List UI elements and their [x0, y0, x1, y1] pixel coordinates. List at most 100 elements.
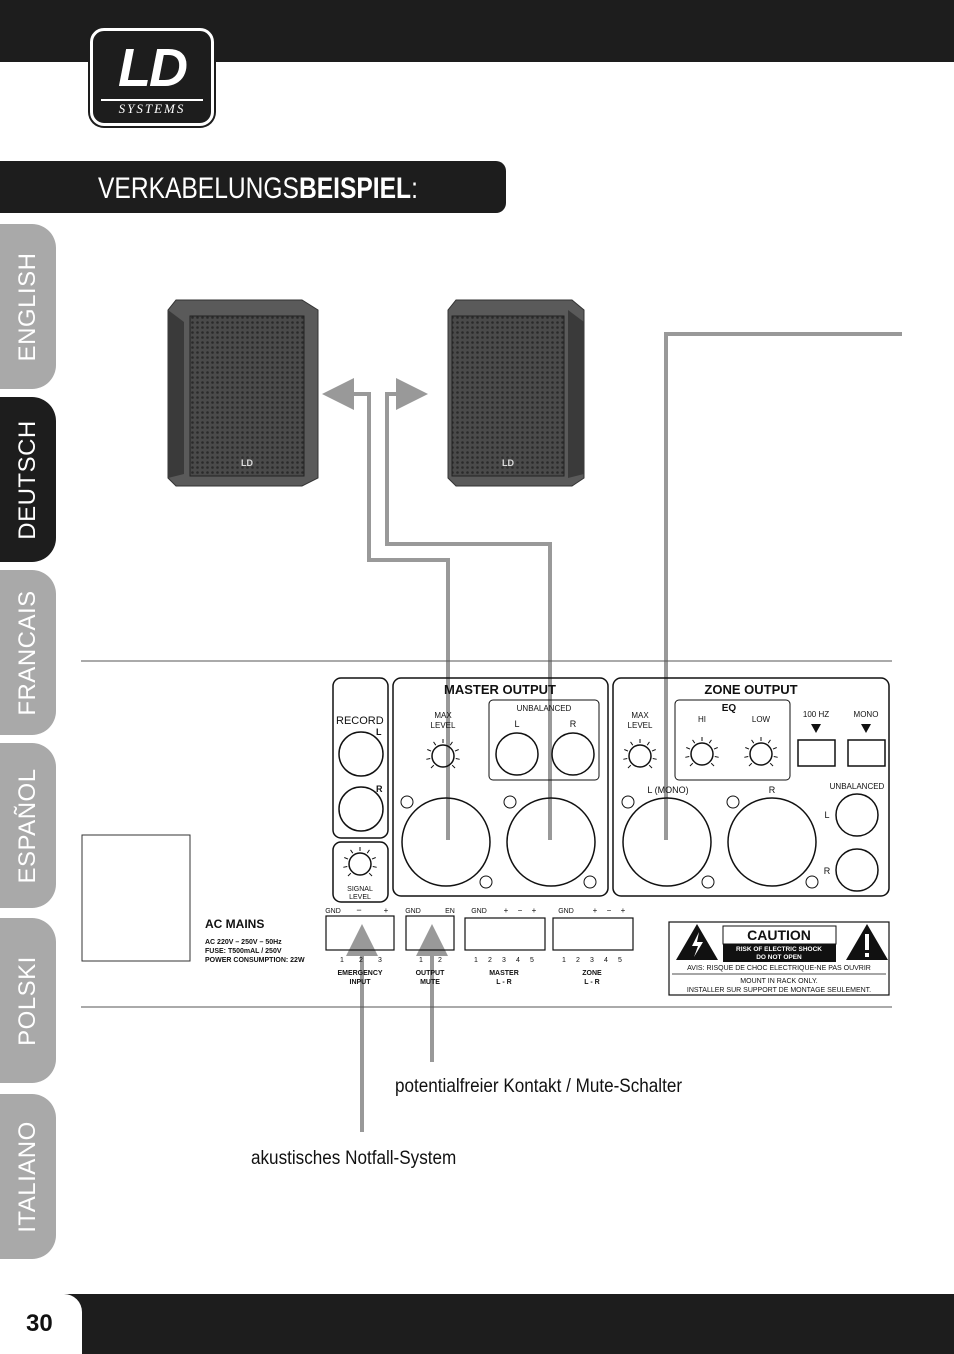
- tab-english[interactable]: ENGLISH: [0, 224, 56, 389]
- knob-tick: [455, 758, 460, 760]
- caution-line-2: DO NOT OPEN: [756, 954, 802, 961]
- zone-xlr-l[interactable]: [622, 797, 712, 887]
- knob-tick: [449, 741, 453, 746]
- zone-terminal[interactable]: GND + − + 1 2 3 4 5 ZONE L - R: [552, 906, 634, 986]
- tab-deutsch[interactable]: DEUTSCH: [0, 397, 56, 562]
- zone-term-plus-1: +: [593, 906, 598, 915]
- knob-tick: [773, 756, 778, 758]
- annotation-emergency-system: akustisches Notfall-System: [251, 1148, 457, 1169]
- knob-tick: [646, 741, 650, 746]
- zone-output-title: ZONE OUTPUT: [704, 682, 797, 697]
- zone-xlr-r[interactable]: [727, 797, 817, 887]
- caution-mount-1: MOUNT IN RACK ONLY.: [740, 978, 817, 985]
- mute-label-1: OUTPUT: [416, 970, 446, 977]
- knob-tick: [451, 764, 456, 769]
- signal-level-label-1: SIGNAL: [347, 886, 373, 893]
- zone-term-label-2: L - R: [584, 979, 599, 986]
- zone-hi-knob[interactable]: [690, 742, 714, 766]
- zone-pin-3: 3: [590, 957, 594, 964]
- zone-term-minus: −: [607, 906, 612, 915]
- knob-tick: [627, 764, 632, 769]
- knob-tick: [713, 747, 718, 750]
- zone-term-plus-2: +: [621, 906, 626, 915]
- knob-tick: [769, 762, 774, 767]
- knob-tick: [692, 739, 696, 744]
- master-term-plus-2: +: [532, 906, 537, 915]
- zone-r-label: R: [769, 785, 776, 795]
- knob-tick: [651, 749, 656, 752]
- zone-eq-box: [674, 699, 791, 781]
- knob-tick: [748, 762, 753, 767]
- mute-en: EN: [445, 908, 455, 915]
- knob-tick: [427, 749, 432, 752]
- caution-title: CAUTION: [747, 927, 811, 943]
- tab-polski[interactable]: POLSKI: [0, 918, 56, 1083]
- knob-tick: [454, 749, 459, 752]
- zone-unbal-r-jack[interactable]: [835, 848, 879, 892]
- emergency-pin-3: 3: [378, 957, 382, 964]
- page-number: 30: [0, 1294, 82, 1354]
- knob-tick: [350, 849, 354, 854]
- zone-max-level-knob[interactable]: [628, 744, 652, 768]
- caution-avis: AVIS: RISQUE DE CHOC ELECTRIQUE-NE PAS O…: [687, 965, 871, 972]
- zone-100hz-switch[interactable]: [797, 739, 836, 767]
- master-pin-5: 5: [530, 957, 534, 964]
- title-bold: BEISPIEL: [298, 172, 412, 205]
- master-unbal-r-label: R: [570, 719, 577, 729]
- master-terminal[interactable]: GND + − + 1 2 3 4 5 MASTER L - R: [464, 906, 546, 986]
- record-l-jack[interactable]: [338, 731, 384, 777]
- mute-pin-1: 1: [419, 957, 423, 964]
- emergency-gnd: GND: [325, 908, 341, 915]
- zone-unbal-l-jack[interactable]: [835, 793, 879, 837]
- ac-mains-label: AC MAINS: [205, 917, 264, 931]
- knob-tick: [433, 741, 437, 746]
- annotation-mute-contact: potentialfreier Kontakt / Mute-Schalter: [395, 1076, 683, 1097]
- zone-output-section: [612, 677, 890, 897]
- emergency-label-2: INPUT: [350, 979, 372, 986]
- zone-max-label-2: LEVEL: [628, 721, 653, 730]
- tab-italiano[interactable]: ITALIANO: [0, 1094, 56, 1259]
- ac-spec-3: POWER CONSUMPTION: 22W: [205, 957, 305, 964]
- zone-unbal-l-label: L: [824, 810, 829, 820]
- emergency-input-terminal[interactable]: GND − + 1 2 3 EMERGENCY INPUT: [325, 905, 395, 986]
- tab-espanol[interactable]: ESPAÑOL: [0, 743, 56, 908]
- mute-label-2: MUTE: [420, 979, 440, 986]
- footer-bar: [0, 1294, 954, 1354]
- master-max-level-knob[interactable]: [431, 744, 455, 768]
- record-r-label: R: [376, 784, 383, 794]
- signal-level-knob[interactable]: [348, 852, 372, 876]
- master-xlr-r[interactable]: [506, 797, 596, 887]
- signal-level-label-2: LEVEL: [349, 894, 371, 901]
- master-pin-2: 2: [488, 957, 492, 964]
- zone-pin-4: 4: [604, 957, 608, 964]
- zone-low-knob[interactable]: [749, 742, 773, 766]
- master-pin-3: 3: [502, 957, 506, 964]
- master-xlr-l[interactable]: [401, 797, 491, 887]
- knob-tick: [343, 866, 348, 868]
- zone-low-label: LOW: [752, 715, 771, 724]
- master-term-gnd: GND: [471, 908, 487, 915]
- record-r-jack[interactable]: [338, 786, 384, 832]
- zone-mono-switch[interactable]: [847, 739, 886, 767]
- zone-pin-2: 2: [576, 957, 580, 964]
- mute-gnd: GND: [405, 908, 421, 915]
- tab-francais[interactable]: FRANCAIS: [0, 570, 56, 735]
- zone-term-label-1: ZONE: [582, 970, 602, 977]
- cables: [322, 332, 902, 1132]
- knob-tick: [366, 849, 370, 854]
- zone-pin-5: 5: [618, 957, 622, 964]
- zone-term-gnd: GND: [558, 908, 574, 915]
- master-unbal-l-jack[interactable]: [495, 732, 539, 776]
- output-mute-terminal[interactable]: GND EN 1 2 OUTPUT MUTE: [405, 908, 455, 986]
- knob-tick: [652, 758, 657, 760]
- master-term-minus: −: [518, 906, 523, 915]
- emergency-minus: −: [356, 905, 361, 915]
- zone-unbal-r-label: R: [824, 866, 831, 876]
- master-unbal-r-jack[interactable]: [551, 732, 595, 776]
- knob-tick: [767, 739, 771, 744]
- knob-tick: [714, 756, 719, 758]
- record-section: [332, 677, 389, 839]
- record-l-label: L: [376, 727, 382, 737]
- knob-tick: [772, 747, 777, 750]
- master-unbalanced-box: [488, 699, 600, 781]
